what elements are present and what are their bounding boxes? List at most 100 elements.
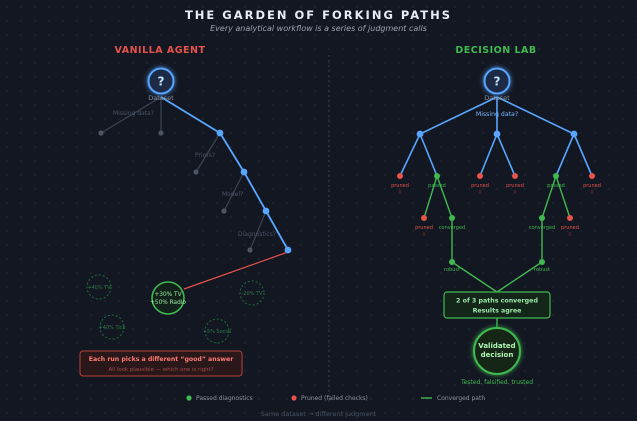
right-label-pruned: pruned — [415, 225, 433, 231]
left-ghost-answer — [99, 314, 125, 340]
left-main-answer-line1: +30% TV — [154, 292, 181, 298]
left-label-priors: Priors? — [195, 152, 215, 159]
left-ghost-answer-label: -20% TV — [242, 291, 264, 297]
right-passed-branch — [541, 175, 557, 219]
right-tree: pruned X passed pruned X pruned X passed… — [391, 67, 601, 386]
left-ghost-answer — [239, 280, 265, 306]
right-summary-box — [443, 291, 551, 319]
right-branch — [399, 133, 421, 177]
right-converged-branch — [451, 261, 498, 293]
left-active-branch — [219, 132, 245, 173]
left-faded-branch — [223, 171, 245, 212]
legend-pruned-label: Pruned (failed checks) — [301, 395, 368, 402]
left-callout-title: Each run picks a different “good” answer — [89, 356, 234, 363]
right-label-x: X — [590, 190, 594, 196]
left-panel-title: VANILLA AGENT — [114, 45, 206, 56]
left-ghost-answer-label: +40% TV — [87, 285, 111, 291]
right-converged-node — [449, 215, 455, 221]
right-converged-branch — [496, 261, 543, 293]
right-label-pruned: pruned — [561, 225, 579, 231]
right-pruned-node — [589, 173, 595, 179]
legend-passed-label: Passed diagnostics — [196, 395, 253, 402]
right-label-converged: converged — [439, 225, 465, 231]
left-root-label: Dataset — [148, 94, 174, 102]
page-subtitle: Every analytical workflow is a series of… — [210, 24, 427, 33]
right-passed-branch — [423, 175, 438, 219]
right-branch — [419, 96, 498, 135]
right-branch — [555, 133, 575, 177]
footer-caption: Same dataset → different judgment — [260, 410, 377, 418]
left-answer-connector — [183, 251, 289, 290]
legend-passed-swatch — [186, 395, 192, 401]
right-label-passed: passed — [547, 183, 565, 189]
left-ghost-answer — [204, 318, 230, 344]
page-title: THE GARDEN OF FORKING PATHS — [184, 8, 453, 22]
left-faded-node — [247, 247, 253, 253]
right-summary-line1: 2 of 3 paths converged — [456, 298, 538, 305]
left-active-node — [216, 129, 224, 137]
left-active-branch — [160, 96, 221, 134]
right-label-pruned: pruned — [471, 183, 489, 189]
right-pruned-node — [567, 215, 573, 221]
left-faded-branch — [195, 132, 221, 173]
legend-pruned-swatch — [291, 395, 297, 401]
right-panel-title: DECISION LAB — [455, 45, 537, 56]
legend: Passed diagnostics Pruned (failed checks… — [186, 395, 485, 402]
left-faded-node — [98, 130, 104, 136]
right-label-pruned: pruned — [583, 183, 601, 189]
left-active-node — [262, 207, 270, 215]
right-label-x: X — [568, 232, 572, 238]
left-label-model: Model? — [222, 191, 243, 198]
right-label-pruned: pruned — [506, 183, 524, 189]
left-faded-node — [158, 130, 164, 136]
right-result-line1: Validated — [478, 342, 515, 350]
left-main-answer-line2: +50% Radio — [150, 300, 186, 306]
left-ghost-answer — [86, 274, 112, 300]
right-pruned-node — [397, 173, 403, 179]
right-label-passed: passed — [428, 183, 446, 189]
left-label-missing: Missing data? — [113, 110, 154, 117]
right-tagline: Tested, falsified, trusted — [460, 379, 533, 386]
right-passed-node — [553, 173, 559, 179]
right-level1-node — [416, 130, 424, 138]
left-faded-branch — [249, 210, 267, 251]
right-robust-node — [539, 259, 545, 265]
left-callout-box — [79, 350, 243, 377]
right-label-x: X — [478, 190, 482, 196]
right-root-glyph: ? — [494, 75, 501, 89]
right-pruned-node — [477, 173, 483, 179]
legend-converged-label: Converged path — [437, 395, 485, 402]
left-callout-subtitle: All look plausible — which one is right? — [108, 367, 213, 373]
right-label-x: X — [422, 232, 426, 238]
left-active-node — [240, 168, 248, 176]
right-passed-branch — [555, 175, 571, 219]
left-ghost-answer-label: +40% Tick — [99, 325, 126, 331]
left-tree: ? Dataset Missing data? Priors? Model? D… — [79, 67, 292, 377]
right-root-label: Dataset — [484, 94, 510, 102]
right-label-x: X — [398, 190, 402, 196]
right-converged-node — [539, 215, 545, 221]
right-result-line2: decision — [481, 351, 514, 359]
left-ghost-answer-label: +5% Social — [203, 329, 232, 335]
right-summary-line2: Results agree — [473, 308, 522, 315]
right-question-label: Missing data? — [476, 111, 518, 118]
left-root-glyph: ? — [158, 75, 165, 89]
left-label-diagnostics: Diagnostics? — [238, 231, 276, 238]
right-branch — [479, 133, 498, 177]
left-main-answer — [151, 281, 185, 315]
right-branch — [573, 133, 593, 177]
left-faded-branch — [100, 96, 162, 134]
right-label-x: X — [513, 190, 517, 196]
right-label-converged: converged — [529, 225, 555, 231]
right-result-node — [473, 327, 521, 375]
left-active-branch — [243, 171, 267, 212]
right-pruned-node — [421, 215, 427, 221]
right-label-pruned: pruned — [391, 183, 409, 189]
right-branch — [496, 96, 575, 135]
right-level1-node — [493, 130, 501, 138]
right-robust-node — [449, 259, 455, 265]
left-active-node — [284, 246, 292, 254]
right-pruned-node — [512, 173, 518, 179]
right-branch — [419, 133, 438, 177]
right-root-node — [483, 67, 511, 95]
